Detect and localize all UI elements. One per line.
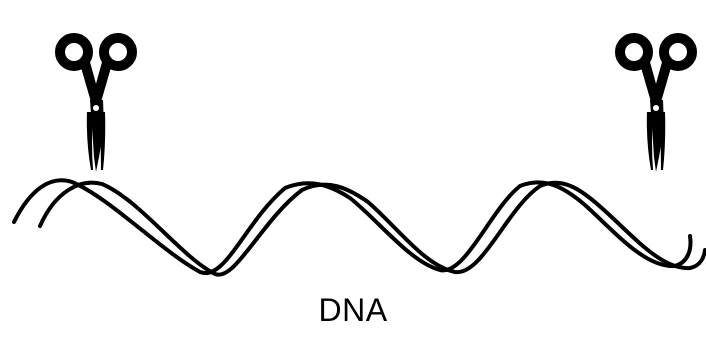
dna-label: DNA: [318, 292, 388, 328]
dna-strand-1: [12, 178, 693, 276]
scissors-icon-left: [60, 38, 132, 172]
scissors-icon-right: [620, 38, 692, 172]
dna-strand-2: [38, 180, 706, 277]
